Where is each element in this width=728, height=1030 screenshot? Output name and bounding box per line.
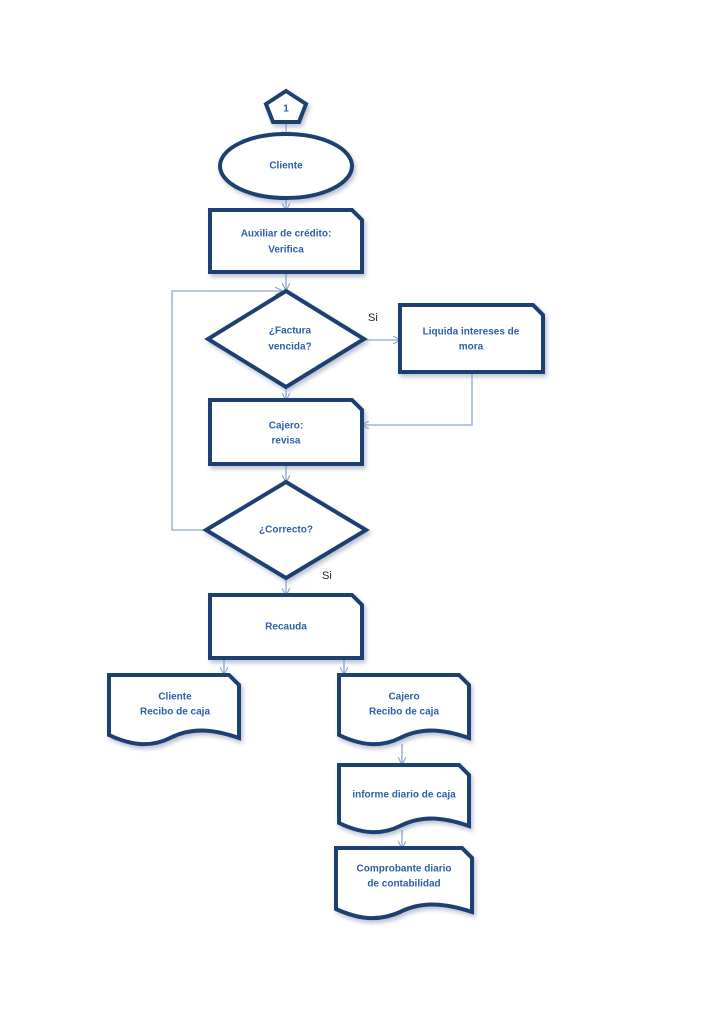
verify-label-line1: Auxiliar de crédito: <box>241 229 332 240</box>
start-node: Cliente <box>218 132 354 200</box>
document-shape <box>337 763 471 835</box>
connector-ref-label: 1 <box>283 104 289 115</box>
process-shape <box>398 303 545 374</box>
doc-cashier-line2: Recibo de caja <box>369 707 439 718</box>
doc-client-line2: Recibo de caja <box>140 707 210 718</box>
diamond-shape <box>204 288 368 390</box>
process-shape <box>208 593 364 660</box>
doc-voucher-line1: Comprobante diario <box>356 864 451 875</box>
doc-cashier-receipt: Cajero Recibo de caja <box>337 673 471 747</box>
decision-correct: ¿Correcto? <box>202 479 370 581</box>
decision-correct-label: ¿Correcto? <box>259 525 313 536</box>
doc-accounting-voucher: Comprobante diario de contabilidad <box>334 846 474 921</box>
verify-process: Auxiliar de crédito: Verifica <box>208 208 364 274</box>
doc-report-label: informe diario de caja <box>352 790 456 801</box>
document-shape <box>337 673 471 747</box>
yes-label-overdue: Si <box>368 312 378 324</box>
arrow-loop-back <box>171 291 282 531</box>
doc-client-receipt: Cliente Recibo de caja <box>107 673 241 747</box>
doc-daily-report: informe diario de caja <box>337 763 471 835</box>
cashier-review-line1: Cajero: <box>269 421 303 432</box>
decision-overdue: ¿Factura vencida? <box>204 288 368 390</box>
doc-voucher-line2: de contabilidad <box>367 879 440 890</box>
ellipse-shape <box>218 132 354 200</box>
cashier-review-process: Cajero: revisa <box>208 398 364 466</box>
document-shape <box>334 846 474 921</box>
process-shape <box>208 398 364 466</box>
yes-label-correct: Si <box>322 570 332 582</box>
pentagon-shape <box>263 88 309 124</box>
interest-label-line1: Liquida intereses de <box>423 327 520 338</box>
diamond-shape <box>202 479 370 581</box>
doc-cashier-line1: Cajero <box>388 692 419 703</box>
start-label: Cliente <box>269 161 303 172</box>
off-page-connector: 1 <box>263 88 309 124</box>
document-shape <box>107 673 241 747</box>
interest-process: Liquida intereses de mora <box>398 303 545 374</box>
doc-client-line1: Cliente <box>158 692 192 703</box>
collect-label: Recauda <box>265 622 307 633</box>
verify-label-line2: Verifica <box>268 245 304 256</box>
decision-overdue-line1: ¿Factura <box>269 326 312 337</box>
cashier-review-line2: revisa <box>272 436 301 447</box>
collect-process: Recauda <box>208 593 364 660</box>
arrow-interest-to-cajero <box>362 372 473 425</box>
process-shape <box>208 208 364 274</box>
decision-overdue-line2: vencida? <box>268 342 311 353</box>
connectors <box>171 122 473 848</box>
interest-label-line2: mora <box>459 342 484 353</box>
